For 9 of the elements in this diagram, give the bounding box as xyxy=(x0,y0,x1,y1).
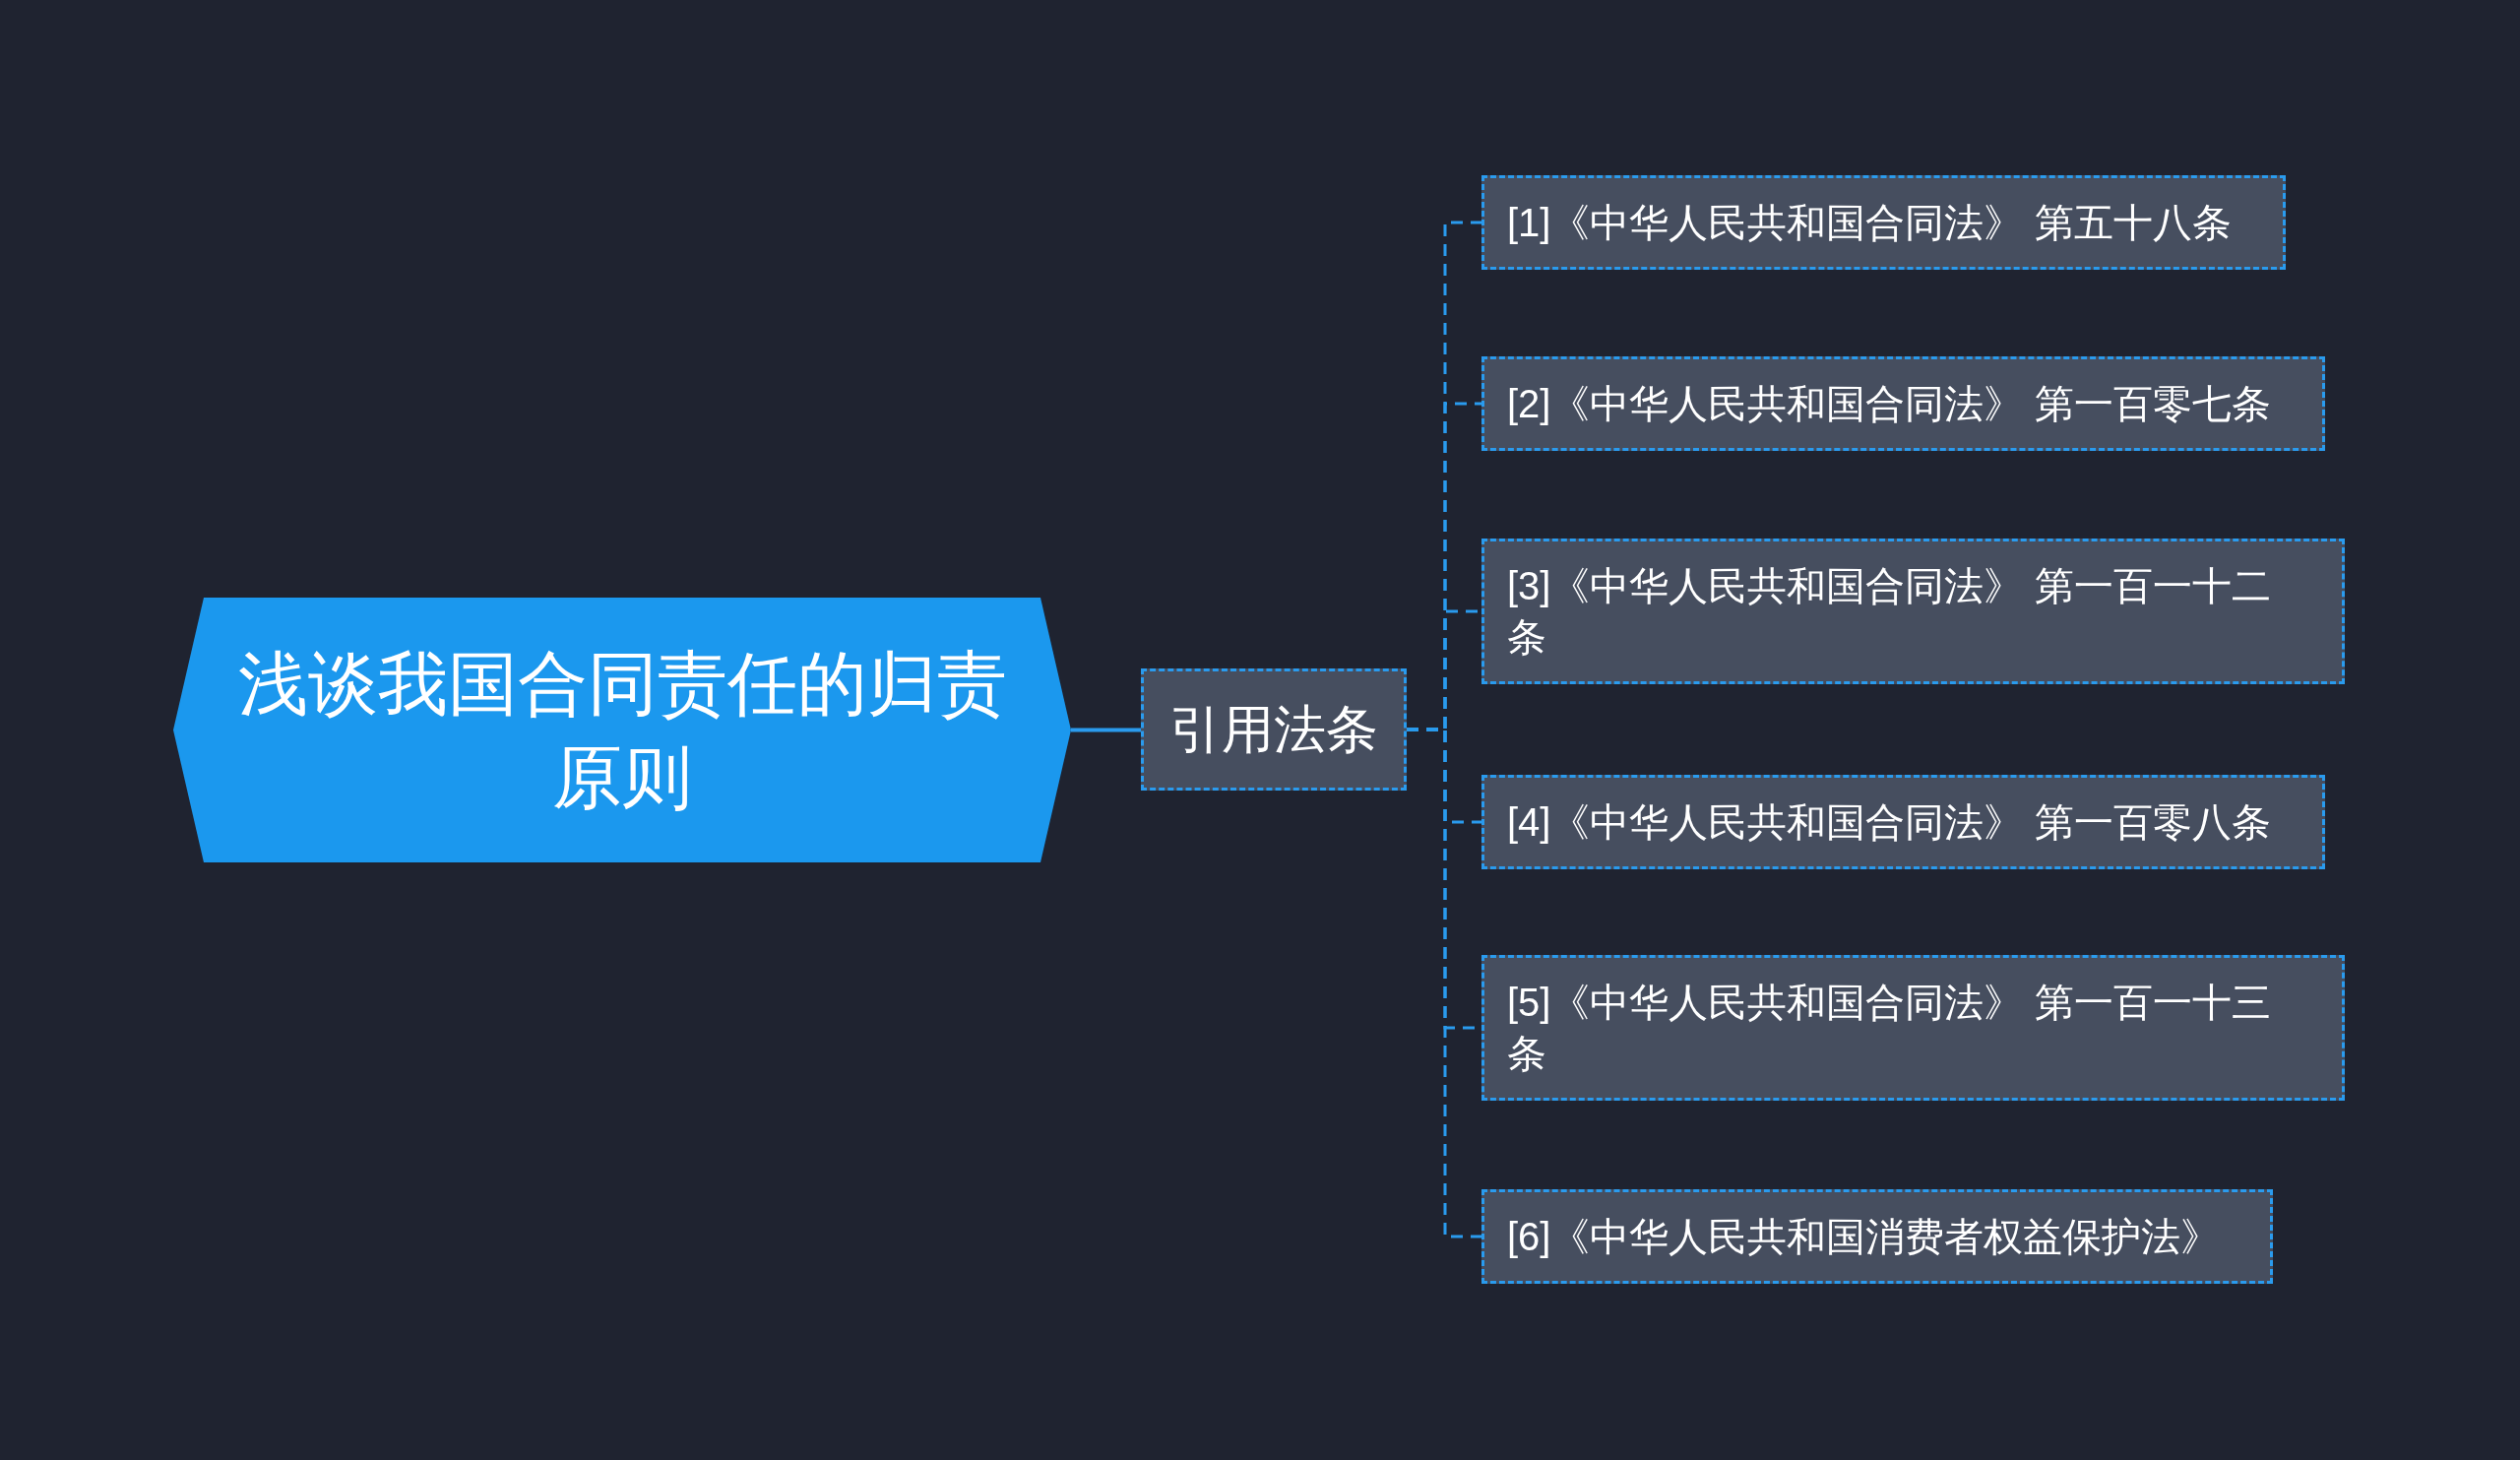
topic-box: 引用法条 xyxy=(1141,668,1407,791)
topic-box: [3]《中华人民共和国合同法》 第一百一十二条 xyxy=(1481,539,2345,684)
topic-box: [6]《中华人民共和国消费者权益保护法》 xyxy=(1481,1189,2273,1284)
connector-line xyxy=(1071,728,1141,732)
topic-box: [4]《中华人民共和国合同法》 第一百零八条 xyxy=(1481,775,2325,869)
topic-box: [1]《中华人民共和国合同法》 第五十八条 xyxy=(1481,175,2286,270)
topic-box: [2]《中华人民共和国合同法》 第一百零七条 xyxy=(1481,356,2325,451)
title-text: 浅谈我国合同责任的归责原则 xyxy=(236,643,1008,818)
topic-box: [5]《中华人民共和国合同法》 第一百一十三条 xyxy=(1481,955,2345,1101)
